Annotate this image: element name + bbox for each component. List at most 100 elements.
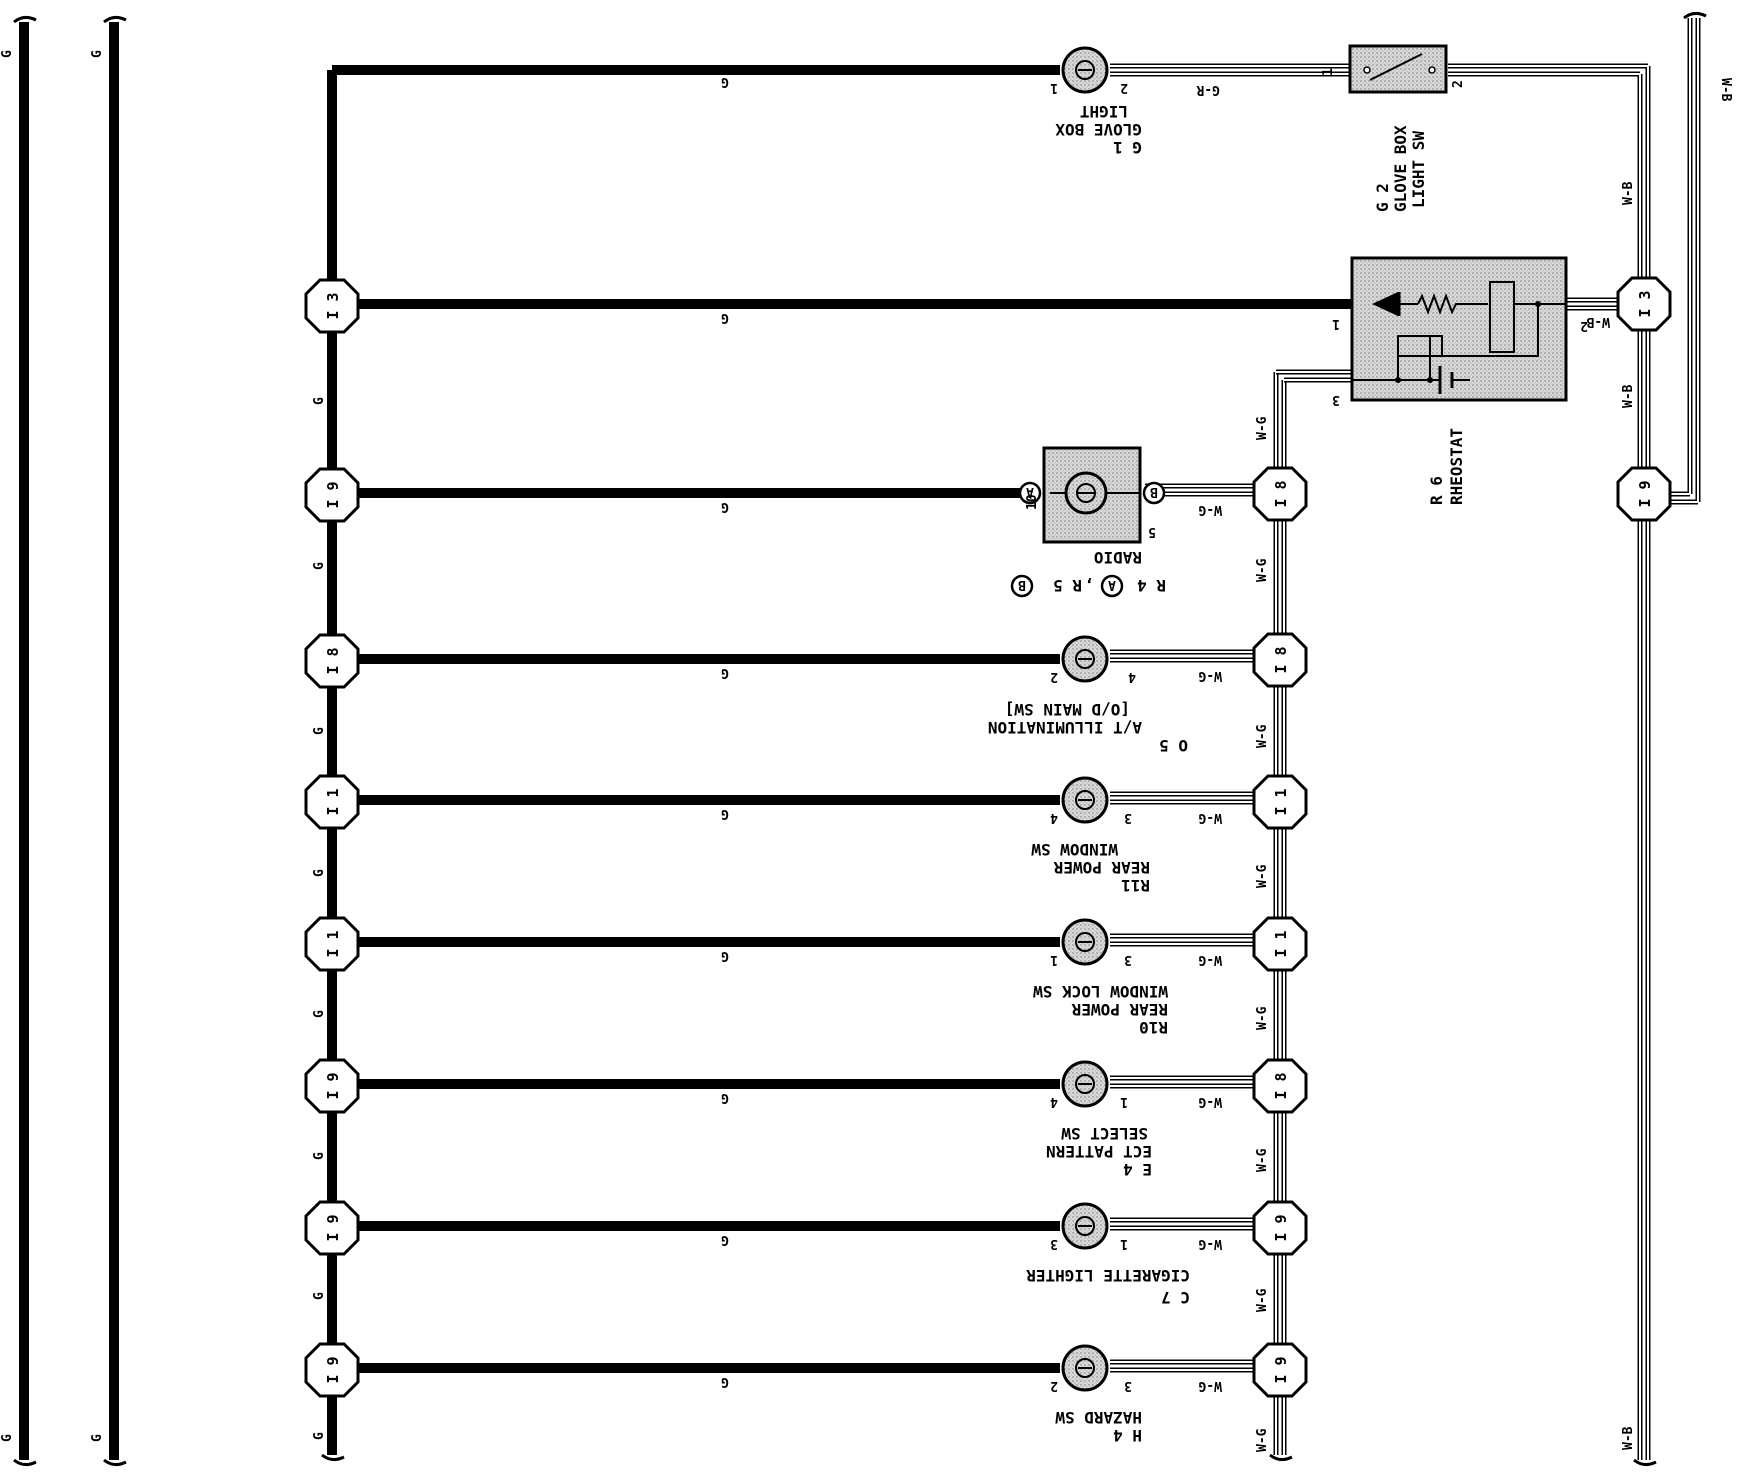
at-illum-pin-2: 2 [1050, 669, 1058, 684]
connector-far-right-1: I 3 [1616, 276, 1672, 332]
rpw-name1: REAR POWER [1053, 858, 1150, 877]
connector-left-1: I 3 [304, 278, 360, 334]
radio: A B 10 5 RADIO R 4 A , R 5 B [1010, 446, 1166, 598]
illum-feed-vertical: W-G W-G W-G W-G W-G W-G W-G W-G [1255, 369, 1352, 1462]
connectors-left: I 3 I 9 I 8 I 1 I 1 I 9 I 9 I 9 [304, 278, 360, 1398]
connector-left-6: I 9 [304, 1058, 360, 1114]
radio-conn-b: B [1150, 484, 1158, 499]
cig-id: C 7 [1161, 1288, 1190, 1307]
trunk-label-7: G [312, 1292, 327, 1300]
branch-label-8: G [721, 1232, 729, 1247]
connector-right-6-label: I 9 [1272, 1214, 1290, 1241]
wb-wires: W-B W-B W-B W-B W-B [1448, 11, 1733, 1467]
branch-label-3: G [721, 499, 729, 514]
radio-id-conn-a: A [1108, 577, 1116, 592]
connector-right-5-label: I 8 [1272, 1072, 1290, 1099]
connector-right-3-label: I 1 [1272, 788, 1290, 815]
rheostat-name: RHEOSTAT [1447, 428, 1466, 505]
connector-right-7-label: I 9 [1272, 1356, 1290, 1383]
rpw-pin-3: 3 [1124, 810, 1132, 825]
branch-label-1: G [721, 74, 729, 89]
branch-label-9: G [721, 1374, 729, 1389]
glove-sw-pin-1: 1 [1321, 68, 1336, 76]
ect-id: E 4 [1123, 1160, 1152, 1179]
rpwl-name1: REAR POWER [1071, 1000, 1168, 1019]
ect-pattern-select-sw: 4 1 SELECT SW ECT PATTERN E 4 [1046, 1060, 1152, 1179]
hazard-pin-3: 3 [1124, 1378, 1132, 1393]
rpwl-name2: WINDOW LOCK SW [1033, 982, 1168, 1001]
rheostat-pin-2: 2 [1580, 318, 1588, 333]
connector-right-4: I 1 [1252, 916, 1308, 972]
radio-id-sep: , [1084, 576, 1094, 595]
wg-h-label-5: W-G [1198, 1094, 1222, 1109]
wg-v-label-7: W-G [1255, 1288, 1270, 1312]
hazard-pin-2: 2 [1050, 1378, 1058, 1393]
glove-light-pin-1: 1 [1050, 80, 1058, 95]
cig-pin-1: 1 [1120, 1236, 1128, 1251]
connector-right-2: I 8 [1252, 632, 1308, 688]
connector-left-7-label: I 9 [324, 1214, 342, 1241]
connector-left-3: I 8 [304, 633, 360, 689]
connector-left-6-label: I 9 [324, 1072, 342, 1099]
wb-label-3: W-B [1621, 1426, 1636, 1450]
connector-far-right-2: I 9 [1616, 466, 1672, 522]
rheostat-id: R 6 [1427, 476, 1446, 505]
wb-label-top: W-B [1718, 78, 1733, 102]
cigarette-lighter: 3 1 CIGARETTE LIGHTER C 7 [1026, 1202, 1190, 1307]
connector-far-right-1-label: I 3 [1636, 290, 1654, 317]
connector-left-2-label: I 9 [324, 481, 342, 508]
connector-left-8: I 9 [304, 1342, 360, 1398]
glove-sw-name1: GLOVE BOX [1391, 125, 1410, 212]
connector-right-2-label: I 8 [1272, 646, 1290, 673]
left-bus-2: G G [90, 15, 127, 1467]
hazard-id: H 4 [1113, 1426, 1142, 1445]
glove-box-light: 1 2 G-R G 1 GLOVE BOX LIGHT [1050, 46, 1350, 157]
connector-left-4-label: I 1 [324, 788, 342, 815]
connectors-far-right: I 3 I 9 [1616, 276, 1672, 522]
connector-right-5: I 8 [1252, 1058, 1308, 1114]
wg-h-label-4: W-G [1198, 952, 1222, 967]
glove-light-name1: GLOVE BOX [1055, 120, 1142, 139]
branch-label-7: G [721, 1090, 729, 1105]
rheostat: 1 2 3 R 6 RHEOSTAT [1332, 256, 1588, 505]
hazard-sw: 2 3 HAZARD SW H 4 [1050, 1344, 1142, 1445]
trunk-label-8: G [312, 1432, 327, 1440]
at-illum-id: O 5 [1159, 736, 1188, 755]
rear-power-window-sw: 4 3 WINDOW SW REAR POWER R11 [1031, 776, 1150, 895]
connector-right-3: I 1 [1252, 774, 1308, 830]
glove-light-id: G 1 [1113, 138, 1142, 157]
rheostat-pin-1: 1 [1332, 316, 1340, 331]
gr-wire-label: G-R [1196, 82, 1220, 97]
branch-label-5: G [721, 806, 729, 821]
wg-h-label-7: W-G [1198, 1378, 1222, 1393]
ect-pin-4: 4 [1050, 1094, 1058, 1109]
wb-label-1: W-B [1621, 181, 1636, 205]
glove-box-light-switch: 1 2 G 2 GLOVE BOX LIGHT SW [1321, 44, 1466, 212]
branch-label-4: G [721, 665, 729, 680]
glove-sw-pin-2: 2 [1451, 80, 1466, 88]
connectors-right: I 8 I 8 I 1 I 1 I 8 I 9 I 9 [1252, 466, 1308, 1398]
glove-sw-name2: LIGHT SW [1409, 131, 1428, 208]
wg-v-label-6: W-G [1255, 1148, 1270, 1172]
trunk-label-5: G [312, 1010, 327, 1018]
ect-name2: SELECT SW [1061, 1124, 1148, 1143]
wg-h-label-2: W-G [1198, 668, 1222, 683]
left-bus-2-label-top: G [90, 50, 105, 58]
trunk-label-4: G [312, 869, 327, 877]
left-bus-1-label-top: G [0, 50, 15, 58]
ground-branches: G G G G G G G G G [332, 65, 1352, 1389]
glove-light-pin-2: 2 [1120, 80, 1128, 95]
radio-pin-10: 10 [1025, 494, 1040, 510]
glove-light-name2: LIGHT [1080, 102, 1128, 121]
at-illumination: 2 4 [O/D MAIN SW] A/T ILLUMINATION O 5 [988, 635, 1188, 755]
at-illum-name2: [O/D MAIN SW] [1005, 700, 1130, 719]
rpwl-pin-1: 1 [1050, 952, 1058, 967]
rpw-name2: WINDOW SW [1031, 840, 1118, 859]
radio-id: R 4 [1137, 576, 1166, 595]
cig-name1: CIGARETTE LIGHTER [1026, 1266, 1190, 1285]
connector-right-1: I 8 [1252, 466, 1308, 522]
radio-id-conn-b: B [1018, 577, 1026, 592]
wg-h-label-6: W-G [1198, 1236, 1222, 1251]
wg-v-label-2: W-G [1255, 558, 1270, 582]
